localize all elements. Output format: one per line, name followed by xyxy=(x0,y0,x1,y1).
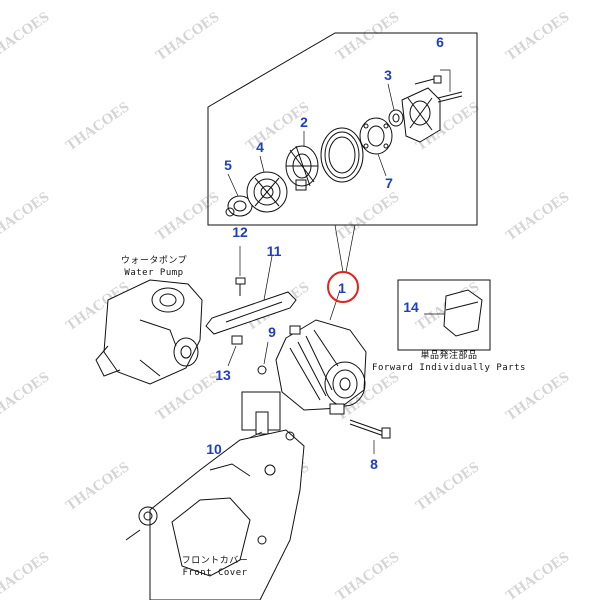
rear-housing xyxy=(401,87,441,143)
front-housing-part-4 xyxy=(246,171,288,213)
mount-bolt-part-8 xyxy=(349,419,391,454)
watermark-text: THACOES xyxy=(333,9,402,64)
nut-part-13 xyxy=(227,335,243,367)
callout-7: 7 xyxy=(385,175,393,191)
watermark-text: THACOES xyxy=(503,189,572,244)
bolt-part-12 xyxy=(235,246,246,296)
frame-leader-left xyxy=(334,224,344,273)
watermark-text: THACOES xyxy=(63,459,132,514)
bearing-part-3 xyxy=(388,109,404,127)
callout-14: 14 xyxy=(403,299,419,315)
callout-13: 13 xyxy=(215,367,231,383)
forward-parts-label-en: Forward Individually Parts xyxy=(372,363,526,373)
leader-11 xyxy=(263,255,273,301)
stator xyxy=(320,127,364,183)
front-cover-label-en: Front Cover xyxy=(182,568,247,578)
washer-part-5 xyxy=(225,195,253,217)
watermark-text: THACOES xyxy=(0,549,52,600)
forward-parts-label-jp: 単品発注部品 xyxy=(420,349,477,361)
bolt-part-9 xyxy=(257,341,269,375)
watermark-text: THACOES xyxy=(0,9,52,64)
callout-2: 2 xyxy=(300,114,308,130)
watermark-text: THACOES xyxy=(333,549,402,600)
leader-4 xyxy=(259,155,265,173)
front-cover-label-jp: フロントカバー xyxy=(182,555,249,566)
adjust-bar-part-11 xyxy=(205,291,297,335)
rotor-part-2 xyxy=(285,145,319,191)
watermark-text: THACOES xyxy=(0,369,52,424)
leader-7 xyxy=(377,153,387,177)
leader-5 xyxy=(227,173,239,197)
callout-3: 3 xyxy=(384,67,392,83)
watermark-text: THACOES xyxy=(153,189,222,244)
frame-leader-right xyxy=(345,224,356,273)
callout-9: 9 xyxy=(268,324,276,340)
watermark-text: THACOES xyxy=(503,9,572,64)
watermark-text: THACOES xyxy=(503,369,572,424)
callout-10: 10 xyxy=(206,441,222,457)
watermark-text: THACOES xyxy=(333,189,402,244)
water-pump-label-en: Water Pump xyxy=(124,268,183,278)
callout-1: 1 xyxy=(338,280,346,296)
exploded-view-frame xyxy=(207,32,478,226)
water-pump-label-jp: ウォータポンプ xyxy=(121,255,187,266)
callout-4: 4 xyxy=(256,139,264,155)
through-bolts-part-6 xyxy=(414,69,463,103)
rectifier-part-7 xyxy=(359,117,393,155)
callout-8: 8 xyxy=(370,456,378,472)
leader-3 xyxy=(387,83,395,111)
callout-1-highlight-ring xyxy=(327,271,359,303)
water-pump-drawing xyxy=(95,279,203,385)
watermark-text: THACOES xyxy=(503,549,572,600)
callout-6: 6 xyxy=(436,34,444,50)
callout-5: 5 xyxy=(224,157,232,173)
callout-12: 12 xyxy=(232,224,248,240)
alternator-assembly xyxy=(275,289,367,415)
watermark-text: THACOES xyxy=(0,189,52,244)
callout-11: 11 xyxy=(267,243,282,259)
watermark-text: THACOES xyxy=(153,9,222,64)
watermark-text: THACOES xyxy=(413,459,482,514)
watermark-text: THACOES xyxy=(63,99,132,154)
front-cover-drawing xyxy=(125,429,305,600)
regulator-part-14 xyxy=(397,279,491,351)
